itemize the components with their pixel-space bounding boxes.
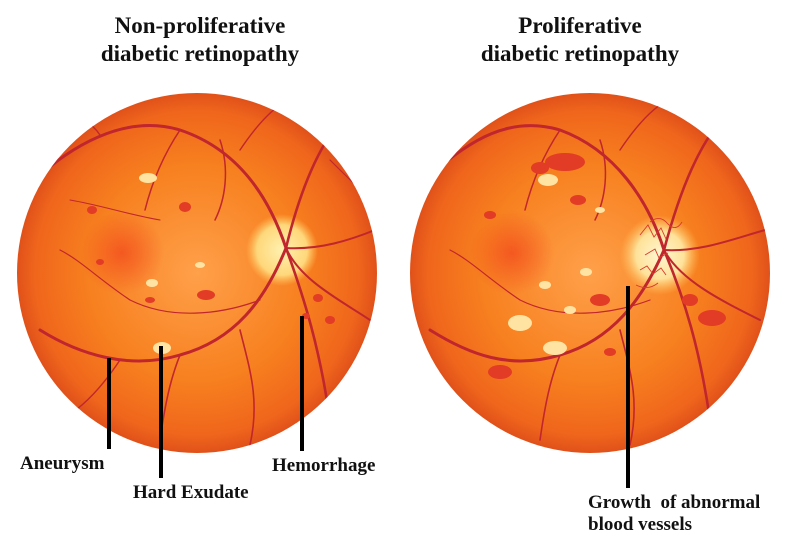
label-hemorrhage: Hemorrhage	[272, 455, 375, 477]
label-aneurysm: Aneurysm	[20, 453, 104, 475]
label-line-2: blood vessels	[588, 514, 760, 536]
fundus-left	[17, 93, 377, 453]
fundus-right	[410, 93, 770, 453]
label-line-1: Growth of abnormal	[588, 492, 760, 514]
label-hard-exudate: Hard Exudate	[133, 482, 249, 504]
label-growth-abnormal-vessels: Growth of abnormal blood vessels	[588, 492, 760, 536]
optic-disc	[620, 215, 700, 295]
